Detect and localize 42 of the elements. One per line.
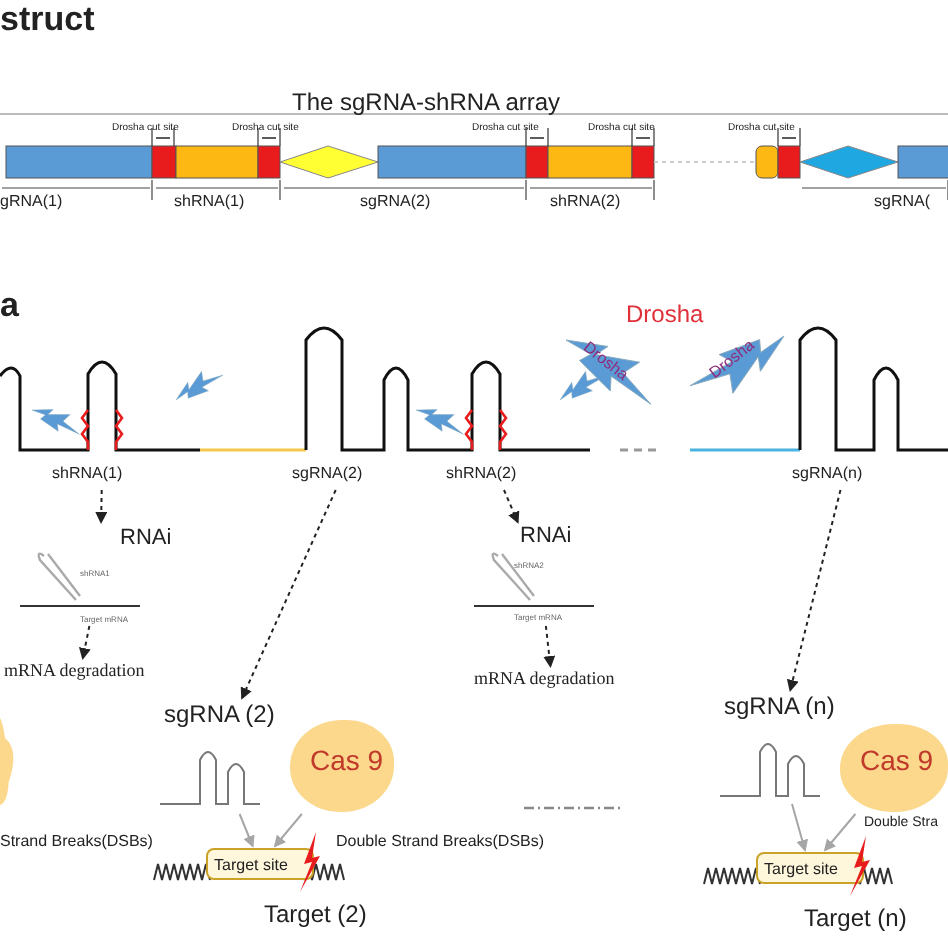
annotation-text: sgRNA( bbox=[874, 192, 931, 210]
node-title: shRNA(1) bbox=[52, 464, 123, 482]
protein-name: Cas 9 bbox=[860, 744, 934, 776]
node-title: shRNA(2) bbox=[446, 464, 517, 482]
section-heading: a bbox=[0, 286, 19, 326]
target-caption: Target (n) bbox=[804, 904, 907, 932]
annotation-text: sgRNA(2) bbox=[360, 192, 431, 210]
target-site-box bbox=[756, 852, 864, 884]
node-title: mRNA degradation bbox=[4, 660, 145, 680]
annotation-text: Double Strand Breaks(DSBs) bbox=[336, 832, 545, 850]
arrow bbox=[791, 803, 808, 852]
node-title: Target site bbox=[764, 860, 838, 878]
protein-name: Cas 9 bbox=[310, 744, 384, 776]
node-title: RNAi bbox=[520, 524, 572, 548]
arrow bbox=[95, 489, 108, 524]
arrow bbox=[240, 489, 337, 700]
target-site-box bbox=[206, 848, 314, 880]
arrow bbox=[823, 813, 857, 852]
annotation-text: The sgRNA-shRNA array bbox=[292, 88, 561, 116]
annotation-text: shRNA(2) bbox=[550, 192, 621, 210]
node-title: sgRNA (n) bbox=[724, 692, 835, 720]
target-caption: Target (2) bbox=[264, 900, 367, 928]
cas9-protein-blob bbox=[290, 720, 394, 812]
annotation-text: gRNA(1) bbox=[0, 192, 63, 210]
node-title: sgRNA(2) bbox=[292, 464, 363, 482]
node-title: sgRNA (2) bbox=[164, 700, 275, 728]
sgrna-panel bbox=[720, 692, 832, 802]
node-title: Target site bbox=[214, 856, 288, 874]
cas9-protein-blob bbox=[840, 724, 948, 812]
annotation-text: shRNA(1) bbox=[174, 192, 245, 210]
arrow bbox=[786, 489, 842, 692]
arrow bbox=[273, 813, 303, 848]
node-title: sgRNA(n) bbox=[792, 464, 863, 482]
arrow bbox=[503, 489, 520, 524]
arrow bbox=[79, 625, 91, 660]
enzyme-label: Drosha bbox=[626, 300, 704, 328]
arrow bbox=[238, 813, 255, 848]
arrow bbox=[543, 625, 556, 668]
section-heading: struct bbox=[0, 0, 95, 40]
node-title: RNAi bbox=[120, 526, 172, 550]
annotation-text: Strand Breaks(DSBs) bbox=[0, 832, 153, 850]
node-title: mRNA degradation bbox=[474, 668, 615, 688]
